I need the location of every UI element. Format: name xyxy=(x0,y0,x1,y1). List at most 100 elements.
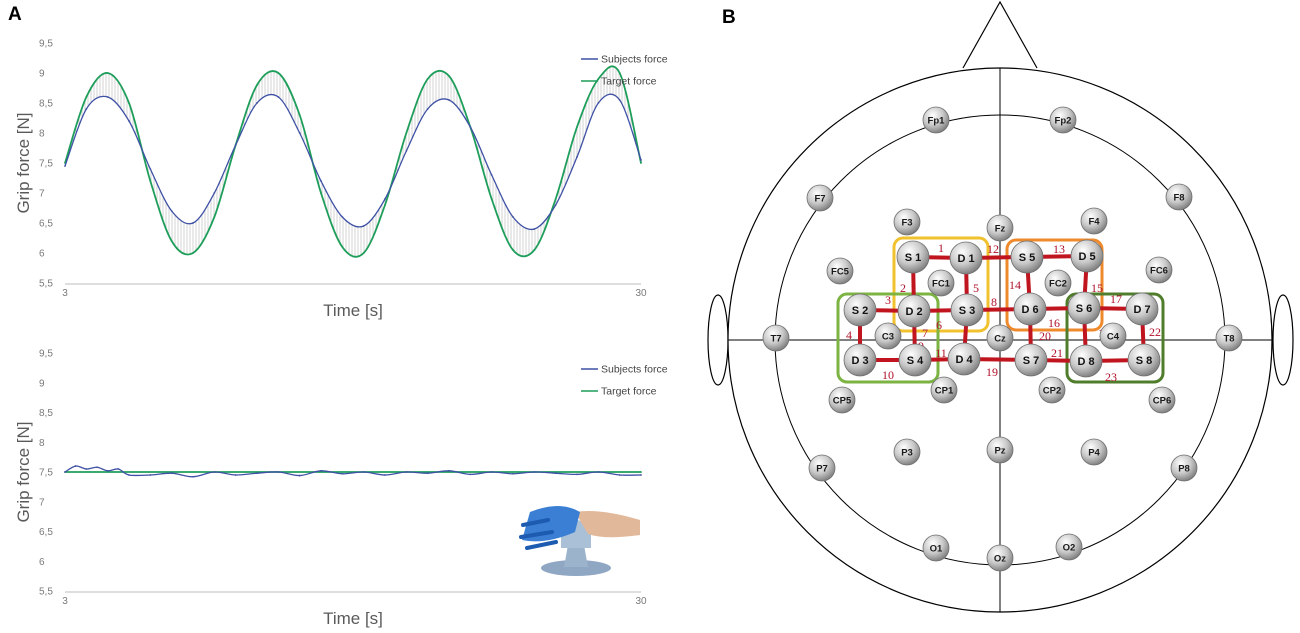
data-point xyxy=(490,471,493,473)
data-point xyxy=(533,249,536,251)
data-point xyxy=(384,204,386,206)
data-point xyxy=(405,471,408,473)
data-point xyxy=(85,108,88,110)
optode-d2: D 2 xyxy=(897,294,931,328)
data-point xyxy=(85,468,88,470)
data-point xyxy=(128,474,130,476)
data-point xyxy=(448,75,450,77)
series-line-subjects-force xyxy=(64,93,642,231)
electrode-p8: P8 xyxy=(1170,454,1198,482)
electrode-label: P7 xyxy=(816,464,828,475)
electrode-p7: P7 xyxy=(808,454,836,482)
data-point xyxy=(469,126,472,128)
data-point xyxy=(341,216,344,218)
electrode-label: F4 xyxy=(1088,217,1100,228)
optode-d3: D 3 xyxy=(843,343,877,377)
optode-label: D 4 xyxy=(955,354,973,366)
electrode-label: FC1 xyxy=(932,279,951,290)
data-point xyxy=(213,216,216,218)
y-tick-label: 9 xyxy=(39,378,45,389)
data-point xyxy=(554,198,557,200)
channel-number: 1 xyxy=(938,241,944,255)
electrode-c4: C4 xyxy=(1099,322,1127,350)
x-tick-label: 3 xyxy=(62,596,68,607)
data-point xyxy=(597,78,600,80)
data-point xyxy=(192,222,194,224)
optode-label: S 5 xyxy=(1019,252,1036,264)
electrode-label: T8 xyxy=(1223,334,1234,345)
electrode-c3: C3 xyxy=(874,322,902,350)
y-tick-label: 7,5 xyxy=(39,159,53,170)
data-point xyxy=(597,102,600,104)
electrode-label: C3 xyxy=(882,332,894,343)
roi-frontal-left xyxy=(892,236,990,333)
optode-label: D 5 xyxy=(1078,251,1095,263)
y-tick-label: 7 xyxy=(39,189,45,200)
y-tick-label: 6 xyxy=(39,249,45,260)
data-point xyxy=(74,465,77,467)
data-point xyxy=(576,473,578,476)
legend-label: Subjects force xyxy=(601,54,668,66)
electrode-label: Oz xyxy=(994,554,1006,565)
electrode-label: T7 xyxy=(770,334,781,345)
data-point xyxy=(640,159,642,161)
electrode-cp2: CP2 xyxy=(1038,376,1066,404)
data-point xyxy=(170,240,173,242)
electrode-fp1: Fp1 xyxy=(922,106,950,134)
data-point xyxy=(149,168,152,170)
y-tick-label: 7 xyxy=(39,497,45,508)
electrode-fc2: FC2 xyxy=(1044,269,1072,297)
y-axis-title: Grip force [N] xyxy=(14,421,33,522)
data-point xyxy=(277,96,280,98)
electrode-f8: F8 xyxy=(1165,183,1193,211)
electrode-t7: T7 xyxy=(762,324,790,352)
channel-number: 15 xyxy=(1091,281,1103,295)
data-point xyxy=(149,180,152,182)
optode-s6: S 6 xyxy=(1067,291,1101,325)
data-point xyxy=(170,472,173,475)
data-point xyxy=(512,472,514,475)
data-point xyxy=(554,204,557,206)
y-tick-label: 6,5 xyxy=(39,527,53,538)
channel-number: 21 xyxy=(1051,346,1063,360)
channel-number: 8 xyxy=(991,295,997,309)
data-point xyxy=(597,471,600,473)
optode-label: D 2 xyxy=(905,306,922,318)
data-point xyxy=(106,96,109,98)
panel-a-letter: A xyxy=(8,4,22,25)
electrode-fz: Fz xyxy=(986,214,1014,242)
data-point xyxy=(213,192,216,194)
electrode-label: FC6 xyxy=(1150,266,1168,277)
optode-label: D 1 xyxy=(957,253,974,265)
channel-number: 16 xyxy=(1048,316,1060,330)
electrode-label: FC2 xyxy=(1049,279,1067,290)
electrode-f7: F7 xyxy=(806,184,834,212)
data-point xyxy=(576,126,578,128)
channel-number: 2 xyxy=(900,281,906,295)
data-point xyxy=(192,252,194,254)
channel-number: 17 xyxy=(1110,292,1122,306)
data-point xyxy=(117,468,120,470)
electrode-label: C4 xyxy=(1107,332,1120,343)
optode-d4: D 4 xyxy=(947,342,981,376)
data-point xyxy=(298,114,301,116)
panel-b-letter: B xyxy=(722,7,736,28)
data-point xyxy=(64,165,66,167)
optode-label: S 2 xyxy=(852,305,869,317)
data-point xyxy=(320,192,322,194)
y-tick-label: 8,5 xyxy=(39,99,53,110)
y-tick-label: 6,5 xyxy=(39,219,53,230)
y-tick-label: 7,5 xyxy=(39,468,53,479)
data-point xyxy=(277,72,280,74)
electrode-label: F3 xyxy=(901,218,912,229)
electrode-label: FC5 xyxy=(831,267,850,278)
optode-d7: D 7 xyxy=(1125,292,1159,326)
data-point xyxy=(618,99,621,101)
optode-label: S 8 xyxy=(1136,355,1153,367)
data-point xyxy=(490,198,493,200)
electrode-o2: O2 xyxy=(1055,533,1083,561)
channel-number: 12 xyxy=(987,242,999,256)
channel-number: 3 xyxy=(885,293,891,307)
